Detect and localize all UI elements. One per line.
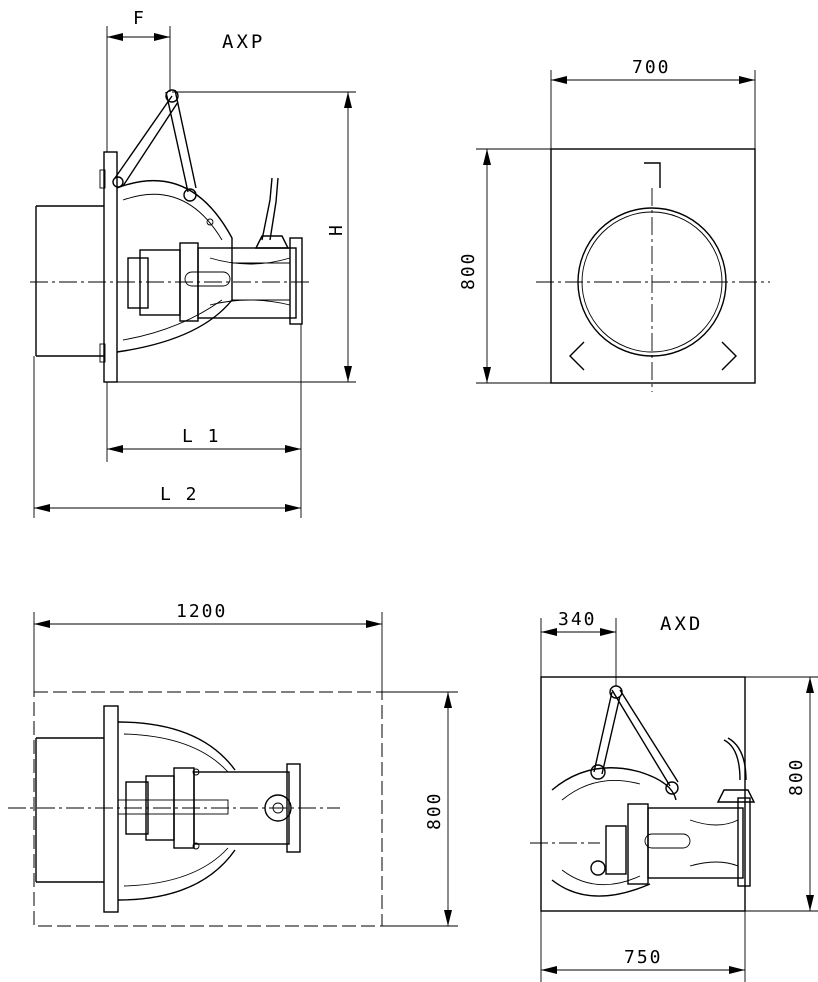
dim-f-label: F (133, 8, 146, 29)
dim-l2-label: L 2 (160, 484, 199, 505)
axp-side-view: F AXP H L 1 L 2 (30, 8, 356, 518)
pit-plan-view: 700 800 (458, 57, 770, 392)
axd-side-view: 340 AXD 800 750 (530, 609, 818, 982)
plan-length-label: 1200 (176, 601, 227, 622)
plan-view: 1200 800 (8, 601, 458, 927)
dim-l1-label: L 1 (182, 426, 221, 447)
axd-title: AXD (660, 613, 703, 635)
axd-width-label: 750 (624, 947, 663, 968)
axp-title: AXP (222, 31, 265, 53)
axd-offset-label: 340 (558, 609, 597, 630)
pit-height-label: 800 (458, 251, 479, 290)
dim-h-label: H (326, 223, 347, 236)
pit-width-label: 700 (632, 57, 671, 78)
axd-height-label: 800 (786, 757, 807, 796)
plan-height-label: 800 (424, 791, 445, 830)
